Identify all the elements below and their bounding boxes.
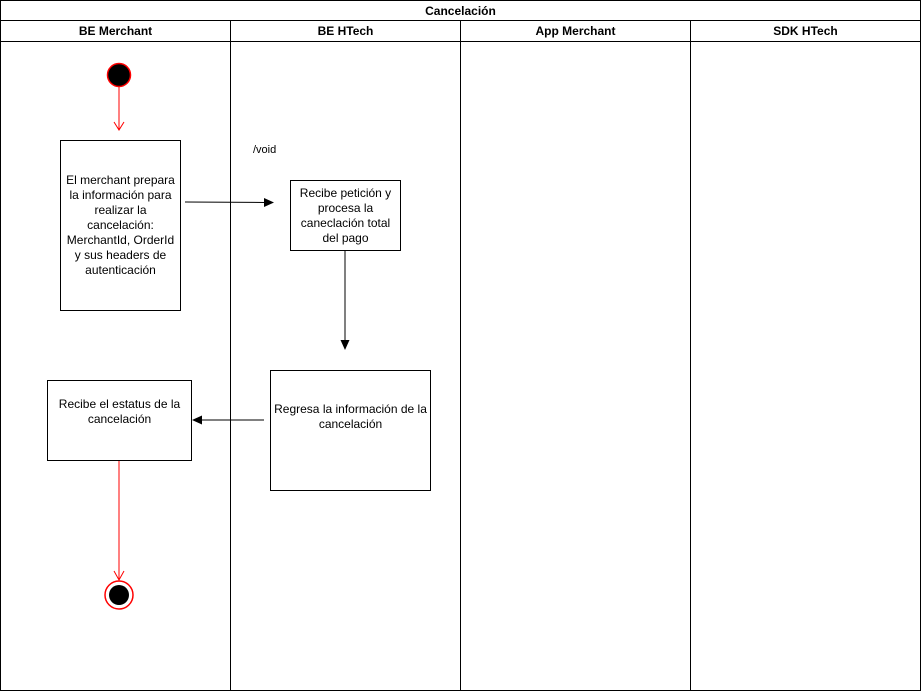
lane-header: BE Merchant — [1, 21, 230, 42]
node-process: Recibe petición y procesa la caneclación… — [290, 180, 401, 251]
node-receive: Recibe el estatus de la cancelación — [47, 380, 192, 461]
start-node — [106, 62, 132, 88]
lane-header: BE HTech — [231, 21, 460, 42]
edge-label-void: /void — [253, 144, 277, 156]
lane-header: App Merchant — [461, 21, 690, 42]
node-return: Regresa la información de la cancelación — [270, 370, 431, 491]
edge-prepare-process — [184, 201, 267, 203]
lane-header: SDK HTech — [691, 21, 920, 42]
node-prepare: El merchant prepara la información para … — [60, 140, 181, 311]
